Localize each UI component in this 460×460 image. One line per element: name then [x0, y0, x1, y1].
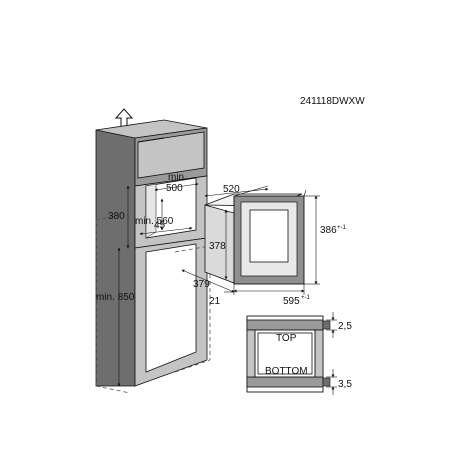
dim-min-850: min. 850 — [96, 292, 135, 303]
vent-top-label: TOP — [276, 333, 297, 344]
dim-520: 520 — [223, 184, 240, 195]
dim-min-560: min. 560 — [135, 216, 174, 227]
dim-386-tolerance: +-1 — [337, 225, 347, 231]
dim-386: 386 — [320, 225, 337, 236]
dim-21: 21 — [209, 296, 221, 307]
cabinet-dimensions: min. 500 45 380 min. 560 min. 850 — [96, 172, 199, 387]
vent-gap-top: 2,5 — [338, 321, 352, 332]
dim-595: 595 — [283, 296, 300, 307]
dim-380: 380 — [108, 211, 125, 222]
dim-45: 45 — [154, 220, 166, 231]
cabinet — [95, 108, 211, 394]
dim-378: 378 — [209, 241, 226, 252]
dim-min-500-value: 500 — [166, 183, 183, 194]
vent-gap-bottom: 3,5 — [338, 379, 352, 390]
dim-379: 379 — [193, 279, 210, 290]
oven — [204, 185, 307, 285]
dim-min-500-prefix: min. — [168, 172, 187, 183]
product-code: 241118DWXW — [300, 96, 365, 107]
vent-detail: TOP BOTTOM 2,5 3,5 — [246, 312, 352, 395]
dim-595-tolerance: +-1 — [301, 295, 311, 301]
vent-bottom-label: BOTTOM — [265, 366, 308, 377]
oven-dimensions: 520 378 386 +-1 379 595 +-1 21 — [181, 184, 347, 307]
